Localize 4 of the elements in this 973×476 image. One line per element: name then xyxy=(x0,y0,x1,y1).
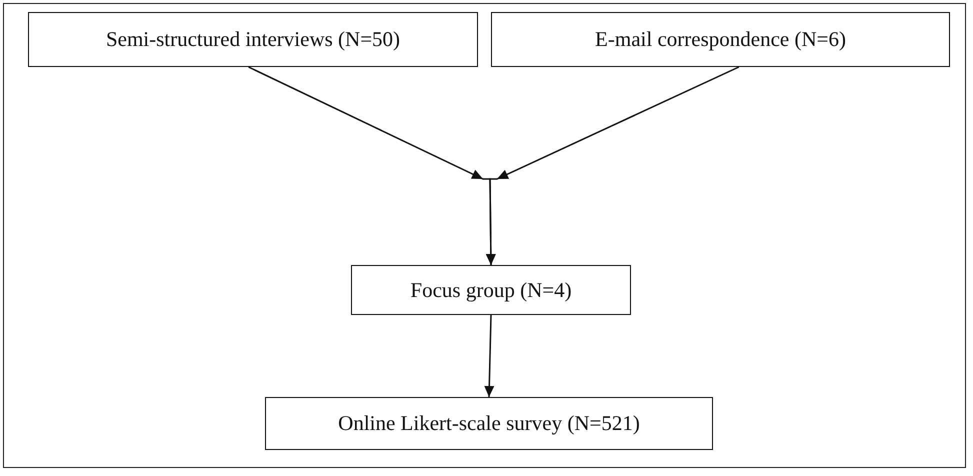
process-box: E-mail correspondence (N=6) xyxy=(491,12,950,67)
process-box: Online Likert-scale survey (N=521) xyxy=(265,397,713,450)
process-box: Semi-structured interviews (N=50) xyxy=(28,12,478,67)
process-box: Focus group (N=4) xyxy=(351,265,631,315)
